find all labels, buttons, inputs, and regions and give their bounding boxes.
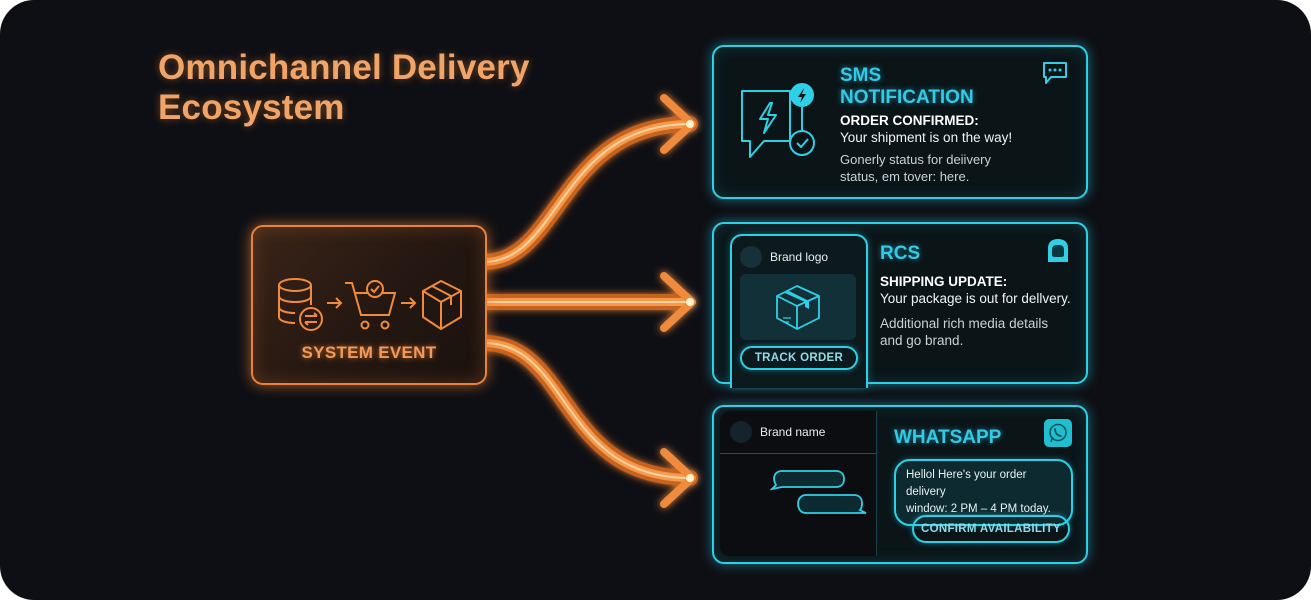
whatsapp-icon[interactable] <box>1044 419 1072 447</box>
rcs-extra: Additional rich media details and go bra… <box>880 316 1049 348</box>
title-line-1: Omnichannel Delivery <box>158 48 530 87</box>
whatsapp-title: WHATSAPP <box>894 427 1002 448</box>
arrow-right-icon <box>327 297 343 309</box>
package-icon <box>422 280 462 330</box>
system-event-label: SYSTEM EVENT <box>301 343 437 362</box>
whatsapp-phone-preview: Brand name <box>720 411 877 556</box>
arrow-to-whatsapp <box>476 335 698 508</box>
sms-notification-icon <box>741 83 815 158</box>
rcs-title: RCS <box>880 243 921 264</box>
title-line-2: Ecosystem <box>158 88 345 127</box>
database-sync-icon <box>278 278 323 331</box>
sms-title: SMS NOTIFICATION <box>840 65 974 108</box>
chat-bubbles-icon <box>770 470 867 514</box>
chat-bubble-dots-icon[interactable] <box>1042 61 1068 85</box>
sms-extra: Gonerly status for deiivery status, em t… <box>840 152 992 184</box>
confirm-availability-button[interactable]: CONFIRM AVAILABILITY <box>912 515 1070 543</box>
whatsapp-chat-header: Brand name <box>720 411 876 454</box>
whatsapp-message-bubble: Hellol Here's your order delivery window… <box>894 459 1073 526</box>
rcs-headline: SHIPPING UPDATE: <box>880 274 1008 289</box>
brand-avatar <box>730 421 752 443</box>
track-order-button[interactable]: TRACK ORDER <box>740 346 858 370</box>
rcs-badge-icon[interactable] <box>1046 238 1070 264</box>
diagram-title: Omnichannel Delivery Ecosystem <box>158 48 530 128</box>
package-icon <box>776 285 820 330</box>
system-event-box: SYSTEM EVENT <box>251 225 487 385</box>
whatsapp-card: Brand name WHATSAPP Hellol Here's your o… <box>712 405 1088 564</box>
sms-headline: ORDER CONFIRMED: <box>840 113 979 128</box>
sms-card: SMS NOTIFICATION ORDER CONFIRMED: Your s… <box>712 45 1088 199</box>
rcs-card: Brand logo TRACK ORDER RCS SHIPPING UPDA… <box>712 222 1088 388</box>
cart-check-icon <box>345 280 397 330</box>
rcs-brand-label: Brand logo <box>770 250 829 264</box>
system-event-icons <box>278 278 462 331</box>
whatsapp-brand-label: Brand name <box>760 425 826 439</box>
rcs-phone-preview: Brand logo TRACK ORDER <box>730 234 868 388</box>
rcs-body: Your package is out for dellvery. <box>880 291 1071 306</box>
brand-avatar <box>740 246 762 268</box>
rich-media-card <box>740 274 856 340</box>
sms-body: Your shipment is on the way! <box>840 130 1013 145</box>
arrow-to-rcs <box>484 272 696 332</box>
arrow-right-icon <box>401 297 417 309</box>
